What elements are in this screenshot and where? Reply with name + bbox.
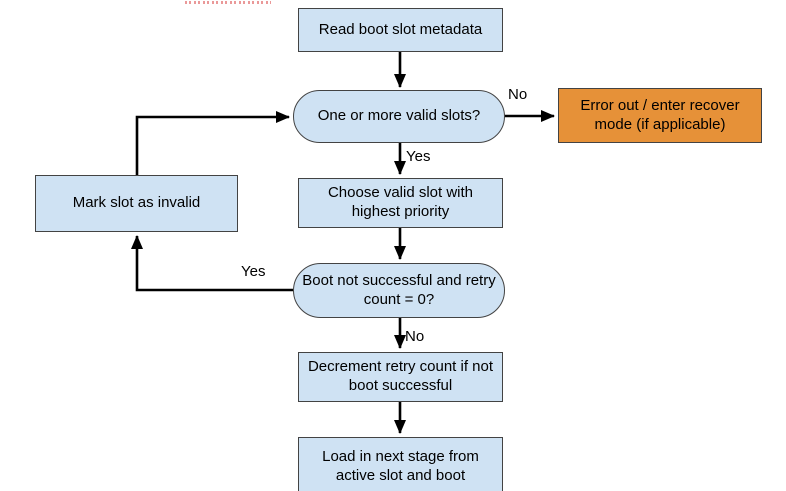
node-mark-slot-as-invalid: Mark slot as invalid <box>35 175 238 232</box>
red-dotted-marks <box>185 1 271 4</box>
decision-one-or-more-valid-slots: One or more valid slots? <box>293 90 505 143</box>
edge-label-yes-to-choose: Yes <box>406 148 431 165</box>
edge-label-no-to-decrement: No <box>405 328 425 345</box>
node-error-out-recover-mode: Error out / enter recover mode (if appli… <box>558 88 762 143</box>
arrow-markinvalid-to-decision1 <box>135 111 290 175</box>
node-read-boot-slot-metadata: Read boot slot metadata <box>298 8 503 52</box>
node-choose-valid-slot: Choose valid slot with highest priority <box>298 178 503 228</box>
decision-boot-not-successful-retry-zero: Boot not successful and retry count = 0? <box>293 263 505 318</box>
node-decrement-retry-count: Decrement retry count if not boot succes… <box>298 352 503 402</box>
edge-label-yes-to-mark-invalid: Yes <box>241 263 266 280</box>
edge-label-no-to-error: No <box>508 86 528 103</box>
node-load-next-stage: Load in next stage from active slot and … <box>298 437 503 491</box>
arrow-decision2-to-markinvalid <box>131 235 293 292</box>
